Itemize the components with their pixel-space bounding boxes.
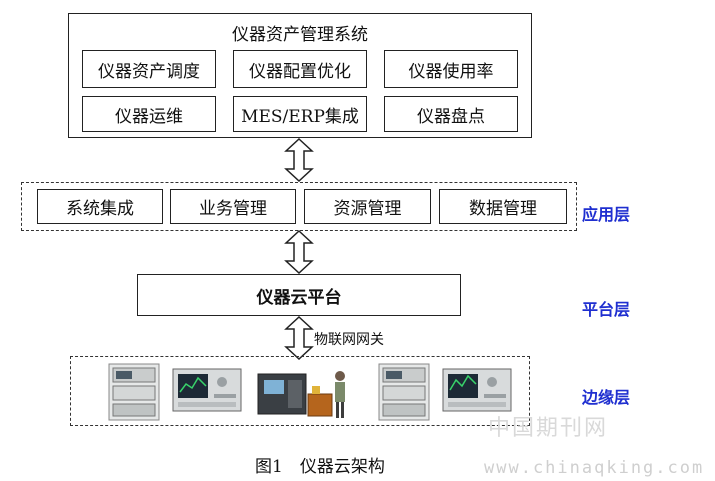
module-maintenance: 仪器运维 bbox=[82, 96, 216, 132]
module-usage-rate: 仪器使用率 bbox=[384, 50, 518, 88]
gateway-label: 物联网网关 bbox=[314, 332, 384, 348]
app-item-system-integration: 系统集成 bbox=[37, 189, 163, 224]
platform-layer-label: 平台层 bbox=[582, 300, 631, 319]
cloud-platform-box: 仪器云平台 bbox=[137, 274, 461, 316]
module-asset-dispatch: 仪器资产调度 bbox=[82, 50, 216, 88]
application-layer-label: 应用层 bbox=[582, 205, 631, 224]
analyzer-instrument-image bbox=[442, 368, 512, 412]
double-arrow-icon bbox=[284, 138, 314, 182]
instrument-rack-image bbox=[108, 363, 160, 421]
app-item-data-management: 数据管理 bbox=[439, 189, 567, 224]
module-mes-erp: MES/ERP集成 bbox=[233, 96, 367, 132]
figure-caption: 图1 仪器云架构 bbox=[255, 457, 385, 477]
app-item-resource-management: 资源管理 bbox=[304, 189, 431, 224]
app-item-business-management: 业务管理 bbox=[170, 189, 296, 224]
test-bench-operator-image bbox=[257, 371, 345, 418]
double-arrow-icon bbox=[284, 316, 314, 360]
system-box: 仪器资产管理系统 bbox=[68, 13, 532, 138]
edge-layer bbox=[70, 356, 530, 426]
watermark-cn: 中国期刊网 bbox=[488, 416, 609, 441]
module-config-optimize: 仪器配置优化 bbox=[233, 50, 367, 88]
edge-layer-label: 边缘层 bbox=[582, 388, 631, 407]
analyzer-instrument-image bbox=[172, 368, 242, 412]
system-title: 仪器资产管理系统 bbox=[232, 25, 368, 45]
double-arrow-icon bbox=[284, 230, 314, 274]
instrument-rack-image bbox=[378, 363, 430, 421]
watermark-url: www.chinaqking.com bbox=[484, 458, 705, 478]
module-inventory: 仪器盘点 bbox=[384, 96, 518, 132]
